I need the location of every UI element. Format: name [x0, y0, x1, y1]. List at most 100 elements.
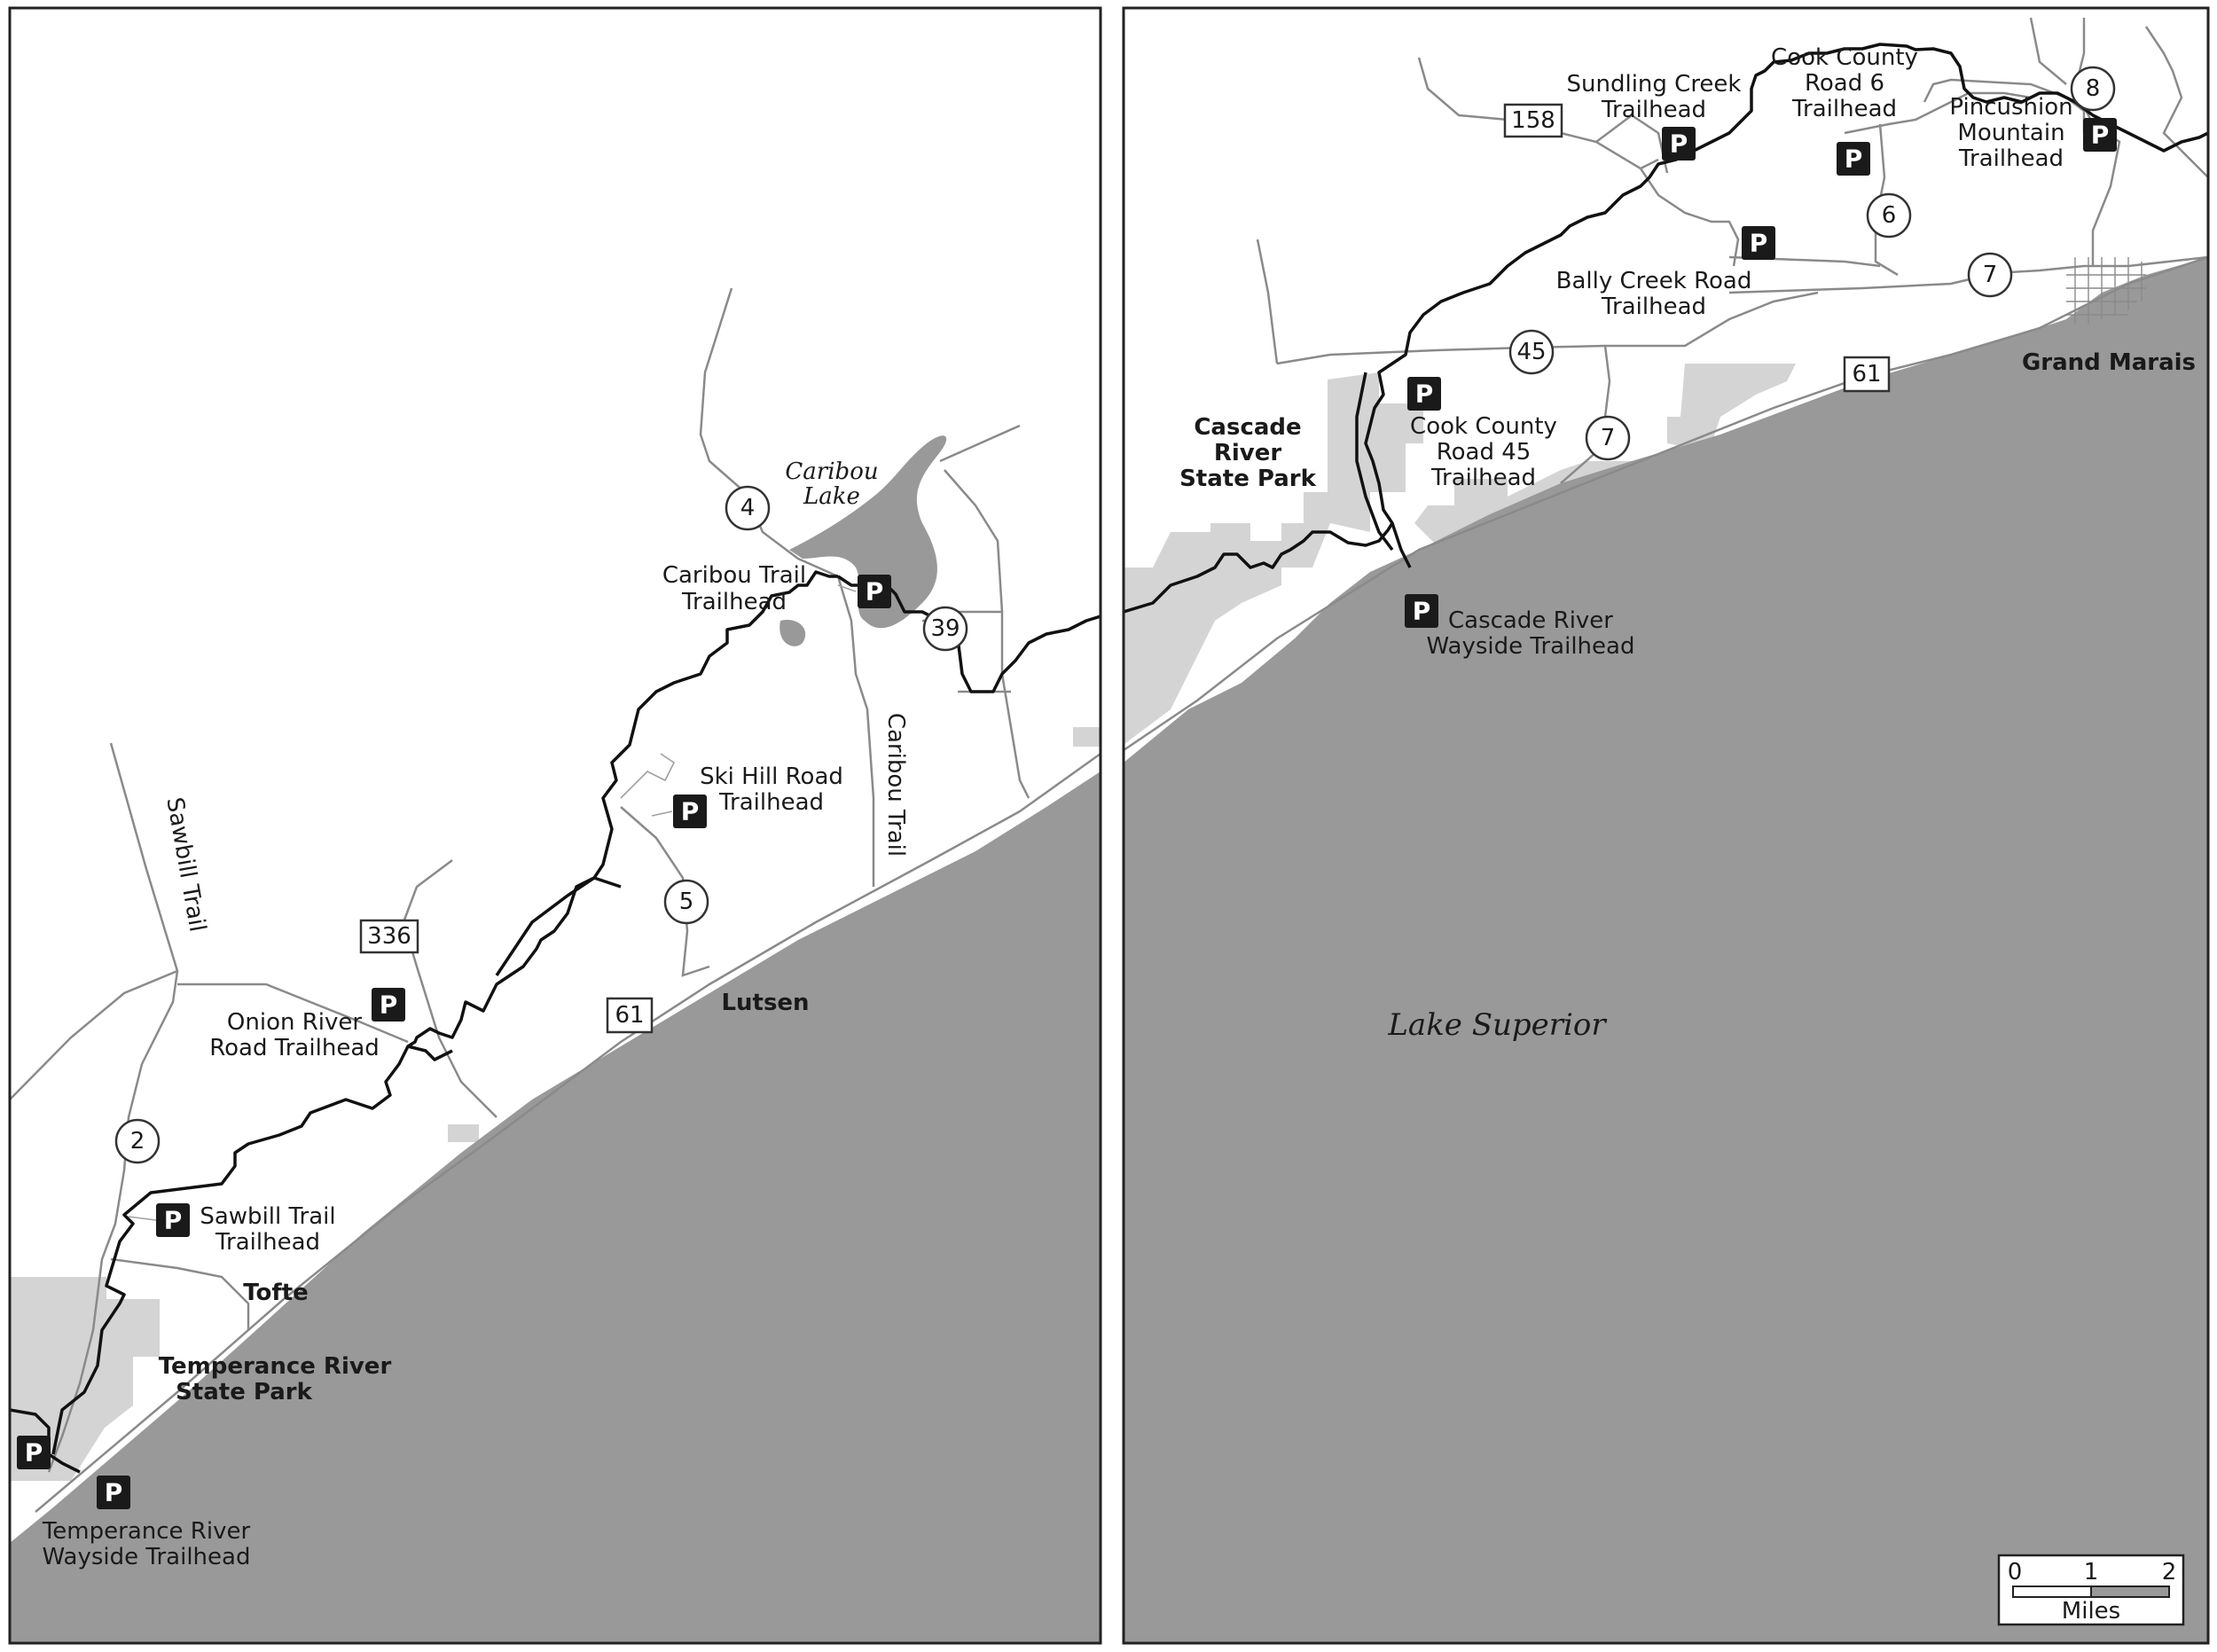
route-61-marker-east: 61	[1843, 356, 1891, 393]
trail-spur	[495, 876, 622, 976]
local-road	[177, 983, 409, 1044]
cascade-river-state-park-label: River	[1214, 440, 1282, 466]
onion-river-road-trailhead-label: Road Trailhead	[209, 1035, 380, 1061]
route-6-marker: 6	[1866, 192, 1912, 239]
ski-hill-road-trailhead-label: Trailhead	[718, 789, 824, 816]
svg-text:6: 6	[1882, 202, 1897, 229]
parking-cascade-river-wayside: P	[1405, 594, 1438, 628]
caribou-lake	[789, 435, 947, 629]
svg-text:P: P	[866, 577, 884, 607]
svg-text:P: P	[105, 1478, 123, 1507]
local-road	[939, 424, 1021, 463]
scale-tick-2: 2	[2162, 1559, 2177, 1585]
county-road-336	[402, 859, 497, 1118]
route-7-marker-upper: 7	[1967, 252, 2013, 298]
parking-cook-county-road-45: P	[1407, 377, 1441, 411]
parking-bally-creek-road: P	[1742, 226, 1775, 260]
cascade-river-state-park-label: State Park	[1179, 466, 1317, 492]
route-158-marker: 158	[1503, 103, 1563, 138]
county-road-2	[10, 969, 178, 1100]
svg-text:61: 61	[615, 1002, 644, 1029]
sundling-creek-trailhead-label: Sundling Creek	[1567, 71, 1742, 98]
parking-temperance-river-wayside: P	[97, 1476, 130, 1509]
parking-temperance-river-north: P	[17, 1436, 51, 1469]
parking-caribou-trail: P	[858, 575, 891, 608]
cascade-river-wayside-trailhead-label: Cascade River	[1448, 607, 1613, 634]
svg-text:8: 8	[2086, 75, 2101, 102]
pincushion-mountain-trailhead-label: Mountain	[1957, 120, 2064, 146]
svg-text:5: 5	[679, 889, 694, 915]
cook-county-road-45-trailhead-label: Cook County	[1410, 413, 1557, 440]
caribou-trail-trailhead-label: Caribou Trail	[662, 562, 806, 589]
caribou-trail-trailhead-label: Trailhead	[681, 589, 787, 615]
sawbill-trail-trailhead-label: Sawbill Trail	[200, 1203, 335, 1230]
park-parcel	[1667, 364, 1796, 448]
parking-cook-county-road-6: P	[1837, 142, 1870, 176]
cook-county-road-45-trailhead-label: Road 45	[1437, 439, 1532, 466]
left-panel-frame	[8, 6, 1102, 1645]
superior-hiking-trail-east	[1124, 43, 2208, 614]
pincushion-mountain-trailhead-label: Trailhead	[1958, 145, 2064, 172]
caribou-trail-road	[699, 287, 875, 887]
route-7-marker-lower: 7	[1585, 415, 1631, 461]
county-road-7-upper	[1728, 255, 2208, 294]
local-road	[110, 1257, 250, 1330]
highway-61-east	[1124, 255, 2208, 752]
cook-county-road-6-trailhead-label: Cook County	[1771, 44, 1918, 71]
right-panel: 158 6 8 7 45 7	[1122, 6, 2210, 1645]
svg-text:336: 336	[367, 923, 411, 950]
route-39-marker: 39	[922, 606, 968, 652]
leader-line	[651, 810, 673, 817]
cook-county-road-45-trailhead-label: Trailhead	[1430, 465, 1536, 491]
svg-text:P: P	[1670, 129, 1688, 159]
parking-ski-hill-road: P	[673, 795, 707, 828]
ski-hill-road	[620, 753, 676, 799]
town-grand-marais: Grand Marais	[2022, 349, 2196, 376]
temperance-river-wayside-trailhead-label: Wayside Trailhead	[43, 1544, 251, 1570]
svg-text:P: P	[2091, 121, 2110, 150]
svg-text:7: 7	[1601, 425, 1616, 451]
caribou-lake-label: Lake	[803, 483, 860, 510]
route-336-marker: 336	[359, 919, 419, 954]
svg-text:P: P	[380, 990, 398, 1020]
svg-text:39: 39	[930, 615, 960, 642]
town-tofte: Tofte	[243, 1280, 309, 1306]
pincushion-mountain-trailhead-label: Pincushion	[1949, 94, 2072, 121]
local-road	[944, 469, 1004, 613]
local-road	[2144, 26, 2208, 178]
grand-marais-street-grid	[2066, 257, 2146, 324]
trail-spur	[1355, 372, 1394, 552]
ski-hill-road-trailhead-label: Ski Hill Road	[700, 763, 843, 790]
svg-text:7: 7	[1983, 262, 1998, 288]
temperance-river-wayside-trailhead-label: Temperance River	[42, 1518, 251, 1545]
route-45-marker: 45	[1508, 329, 1555, 375]
local-road	[2029, 17, 2067, 85]
leader-line	[837, 584, 857, 592]
svg-text:P: P	[681, 797, 700, 826]
parking-onion-river-road: P	[372, 988, 405, 1022]
cascade-river-state-park-area	[1124, 372, 1423, 745]
local-road	[1844, 91, 2032, 135]
svg-text:158: 158	[1511, 107, 1555, 134]
right-panel-frame	[1122, 6, 2210, 1645]
park-parcel	[448, 1124, 479, 1142]
svg-text:P: P	[1750, 229, 1768, 258]
trail-spur	[1391, 522, 1412, 568]
bally-creek-road-trailhead-label: Trailhead	[1601, 294, 1706, 320]
caribou-lake-label: Caribou	[785, 458, 878, 485]
svg-text:4: 4	[740, 495, 756, 521]
route-8-marker: 8	[2070, 66, 2116, 112]
sawbill-trail-trailhead-label: Trailhead	[215, 1229, 320, 1256]
route-4-marker: 4	[725, 485, 771, 531]
caribou-trail-road-label: Caribou Trail	[882, 713, 909, 857]
parking-sawbill-trail: P	[156, 1203, 190, 1237]
temperance-river-state-park-label: Temperance River	[159, 1353, 392, 1380]
local-road	[1923, 78, 2086, 133]
svg-text:61: 61	[1852, 361, 1881, 388]
local-road	[1256, 239, 1279, 364]
svg-text:45: 45	[1516, 339, 1546, 365]
svg-text:P: P	[1415, 380, 1434, 409]
parking-sundling-creek: P	[1662, 127, 1696, 161]
scale-unit-label: Miles	[2062, 1598, 2120, 1625]
route-2-marker: 2	[114, 1118, 161, 1164]
